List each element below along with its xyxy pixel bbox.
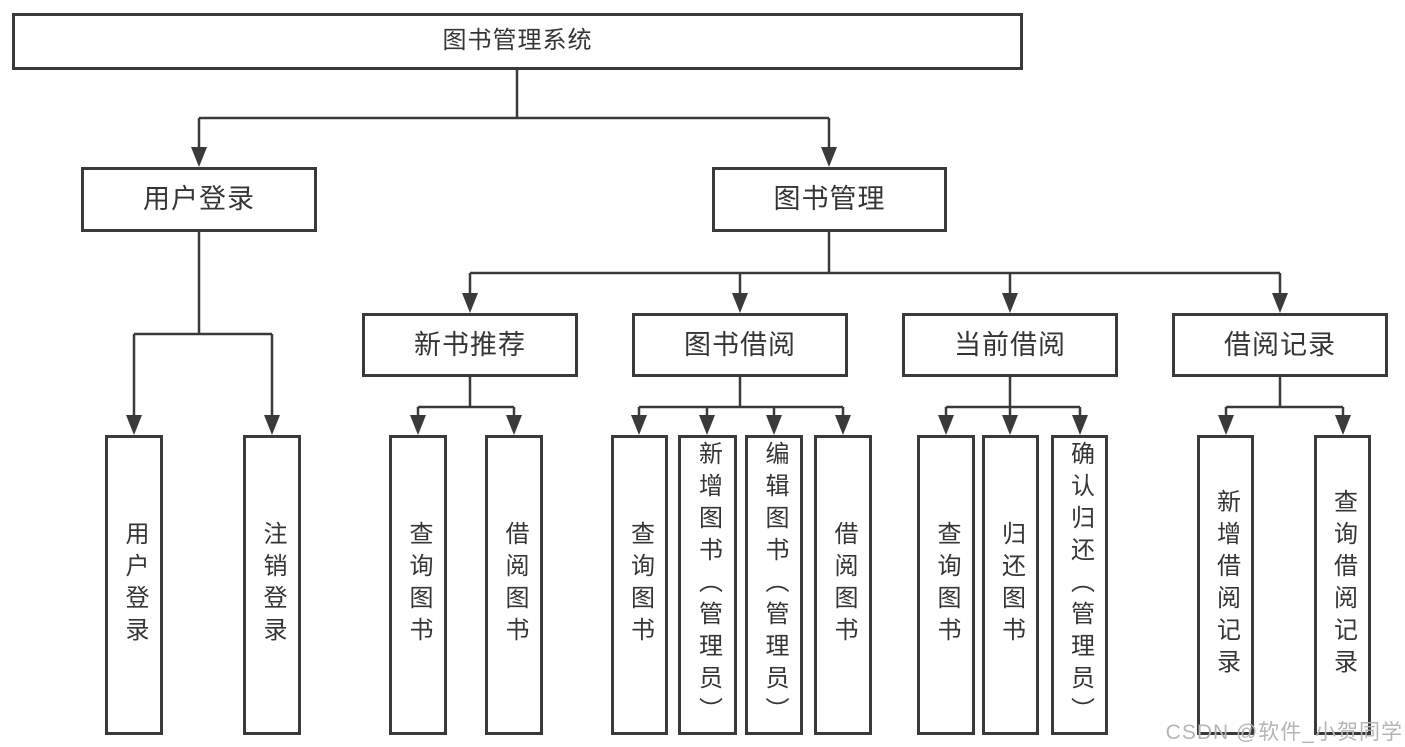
arrowheads [126, 147, 1351, 435]
leaf-borrow-query-books: 查询图书 [611, 435, 668, 735]
leaf-borrow-borrow-books-label: 借阅图书 [830, 521, 857, 649]
leaf-user-login-label: 用户登录 [121, 521, 148, 649]
leaf-logout-label: 注销登录 [259, 521, 286, 649]
leaf-return-book-label: 归还图书 [997, 521, 1025, 649]
leaf-current-query-books: 查询图书 [917, 435, 975, 735]
connector-shafts [132, 70, 1345, 418]
leaf-borrow-borrow-books: 借阅图书 [814, 435, 872, 735]
leaf-borrow-query-books-label: 查询图书 [626, 521, 654, 649]
leaf-add-borrow-record-label: 新增借阅记录 [1212, 489, 1240, 681]
leaf-logout: 注销登录 [243, 435, 301, 735]
leaf-return-book: 归还图书 [982, 435, 1039, 735]
leaf-add-borrow-record: 新增借阅记录 [1197, 435, 1254, 735]
leaf-user-login: 用户登录 [105, 435, 163, 735]
node-new-book-recommend: 新书推荐 [362, 313, 578, 377]
leaf-add-book-admin: 新增图书（管理员） [678, 435, 737, 735]
leaf-query-borrow-record-label: 查询借阅记录 [1329, 489, 1357, 681]
watermark: CSDN @软件_小贺同学 [1165, 721, 1403, 744]
leaf-confirm-return-admin-label: 确认归还（管理员） [1066, 441, 1094, 729]
leaf-edit-book-admin: 编辑图书（管理员） [745, 435, 803, 735]
leaf-recommend-borrow-books-label: 借阅图书 [501, 521, 528, 649]
leaf-confirm-return-admin: 确认归还（管理员） [1051, 435, 1108, 735]
node-book-management: 图书管理 [712, 167, 947, 232]
node-current-borrow: 当前借阅 [902, 313, 1118, 377]
leaf-recommend-borrow-books: 借阅图书 [485, 435, 543, 735]
node-borrow-records: 借阅记录 [1172, 313, 1388, 377]
node-book-borrow: 图书借阅 [632, 313, 848, 377]
leaf-recommend-query-books: 查询图书 [389, 435, 447, 735]
leaf-query-borrow-record: 查询借阅记录 [1314, 435, 1371, 735]
node-user-login: 用户登录 [81, 167, 317, 232]
leaf-edit-book-admin-label: 编辑图书（管理员） [761, 441, 788, 729]
leaf-recommend-query-books-label: 查询图书 [405, 521, 432, 649]
node-library-system: 图书管理系统 [12, 13, 1023, 70]
leaf-current-query-books-label: 查询图书 [933, 521, 960, 649]
leaf-add-book-admin-label: 新增图书（管理员） [694, 441, 722, 729]
